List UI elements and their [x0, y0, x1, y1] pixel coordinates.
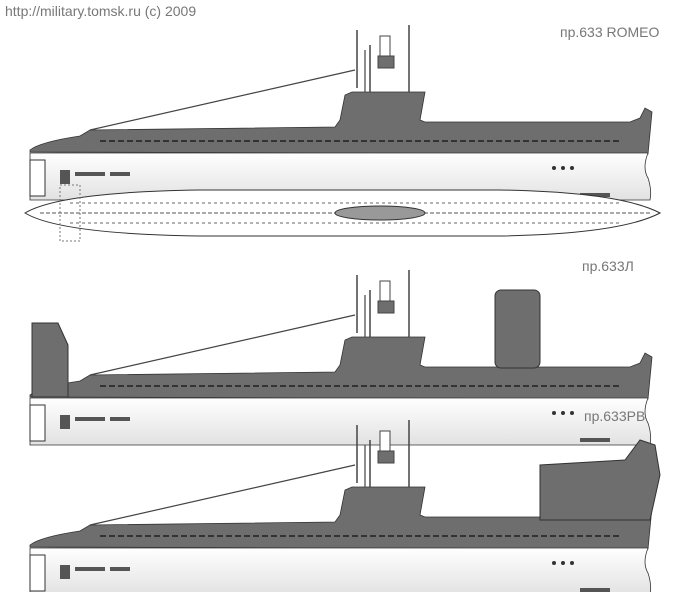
- side-view-633rv: [29, 419, 661, 592]
- label-633l: пр.633Л: [582, 258, 634, 274]
- source-credit: http://military.tomsk.ru (c) 2009: [5, 3, 197, 19]
- side-view-romeo: [29, 24, 653, 201]
- top-view: [24, 184, 662, 242]
- side-view-633l: [29, 269, 653, 446]
- label-633rv: пр.633РВ: [584, 408, 646, 424]
- label-romeo: пр.633 ROMEO: [560, 24, 660, 40]
